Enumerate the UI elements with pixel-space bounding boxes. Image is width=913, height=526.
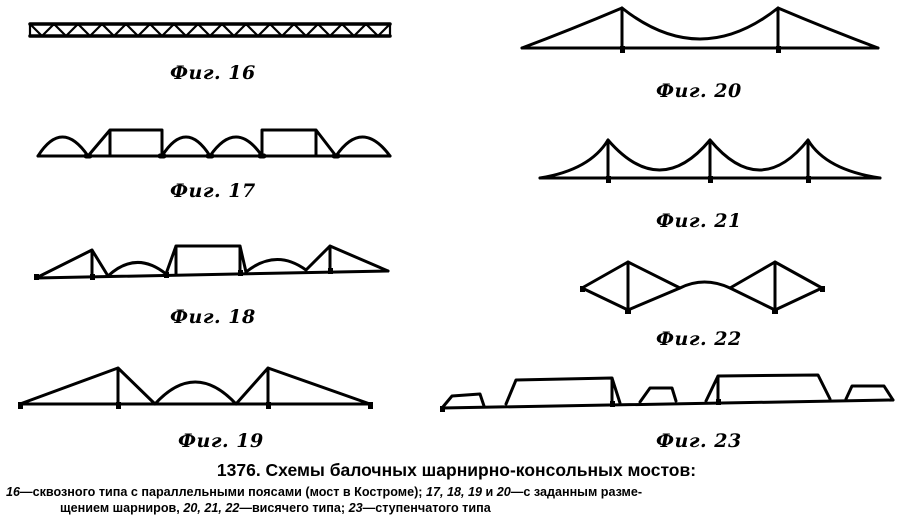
caption-and: и	[482, 485, 497, 499]
fig-22-diagram	[580, 260, 824, 312]
fig-21-label: Фuг. 21	[656, 210, 742, 232]
caption-ref-20: 20	[496, 485, 511, 499]
fig-23-diagram	[440, 373, 895, 410]
fig-18-label: Фuг. 18	[170, 306, 256, 328]
fig-21-diagram	[538, 138, 882, 180]
caption-ref-20-22: 20, 21, 22	[183, 501, 240, 515]
caption-text-16: —сквозного типа с параллельными поясами …	[20, 485, 426, 499]
caption-text-hinges-cont: щением шарниров,	[60, 501, 184, 515]
caption-line-1: 16—сквозного типа с параллельными поясам…	[6, 485, 907, 499]
fig-23-label: Фuг. 23	[656, 430, 742, 452]
fig-19-label: Фuг. 19	[178, 430, 264, 452]
fig-22-label: Фuг. 22	[656, 328, 742, 350]
caption-line-2: щением шарниров, 20, 21, 22—висячего тип…	[60, 501, 907, 515]
fig-17-label: Фuг. 17	[170, 180, 256, 202]
fig-19-diagram	[18, 366, 372, 406]
caption-text-hinges: —с заданным разме-	[510, 485, 643, 499]
support-marks	[18, 46, 825, 412]
caption-ref-23: 23	[348, 501, 363, 515]
fig-20-diagram	[520, 6, 880, 50]
caption-text-suspension: —висячего типа;	[239, 501, 349, 515]
fig-16-diagram	[28, 22, 392, 38]
fig-16-label: Фuг. 16	[170, 62, 256, 84]
caption-text-stepped: —ступенчатого типа	[362, 501, 491, 515]
fig-18-diagram	[34, 244, 390, 280]
caption-ref-17-19: 17, 18, 19	[425, 485, 483, 499]
caption-title: 1376. Схемы балочных шарнирно-консольных…	[216, 460, 697, 480]
fig-20-label: Фuг. 20	[656, 80, 742, 102]
caption-ref-16: 16	[6, 485, 21, 499]
fig-17-diagram	[36, 128, 392, 159]
